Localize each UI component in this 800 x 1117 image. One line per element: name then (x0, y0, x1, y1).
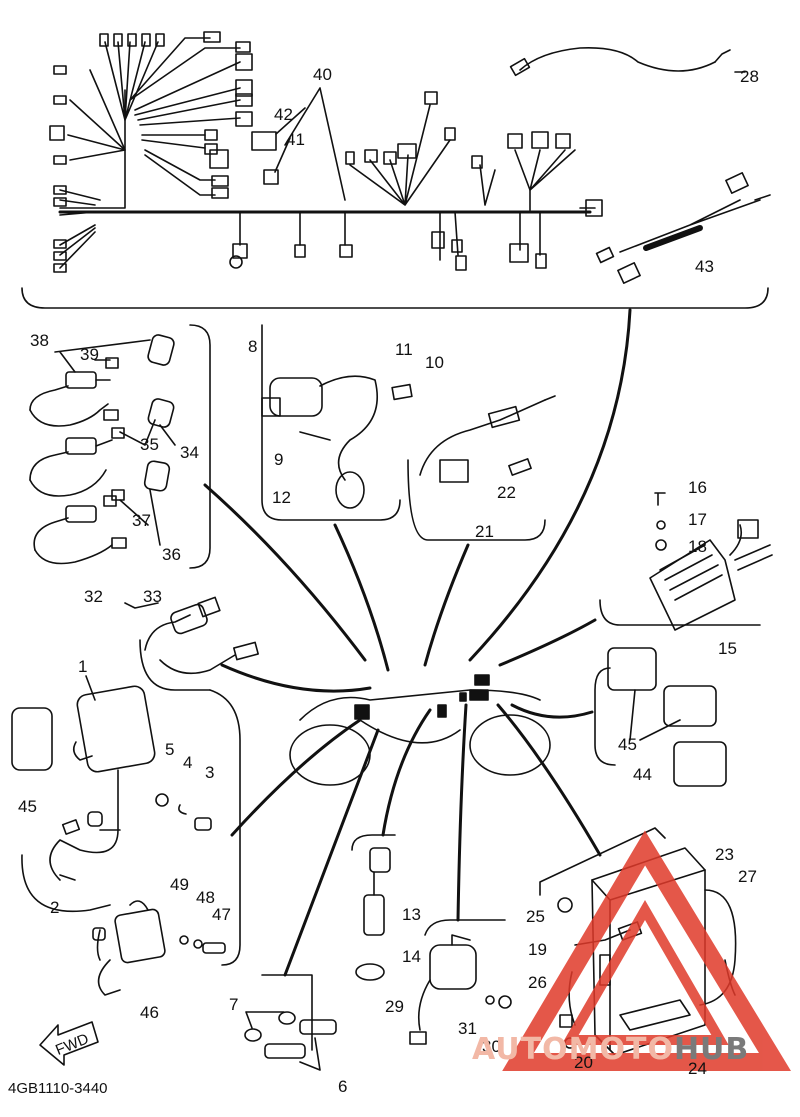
frame-outline (289, 674, 551, 786)
diagram-code: 4GB1110-3440 (8, 1080, 108, 1097)
callout-16: 16 (688, 478, 707, 497)
callout-13: 13 (402, 905, 421, 924)
watermark-text: AUTOMOTOHUB (472, 1032, 792, 1072)
sensor-group (29, 324, 211, 569)
starter-relay (409, 919, 512, 1045)
callout-45a: 45 (18, 797, 37, 816)
callout-19: 19 (528, 940, 547, 959)
callout-33: 33 (143, 587, 162, 606)
callout-46: 46 (140, 1003, 159, 1022)
callout-25: 25 (526, 907, 545, 926)
callout-24: 24 (688, 1059, 707, 1078)
callout-10: 10 (425, 353, 444, 372)
callout-17: 17 (688, 510, 707, 529)
box-42 (251, 131, 277, 151)
callout-5: 5 (165, 740, 174, 759)
callout-36: 36 (162, 545, 181, 564)
unit-46 (92, 900, 226, 996)
callout-30: 30 (482, 1037, 501, 1056)
callout-2: 2 (50, 898, 59, 917)
callout-7: 7 (229, 995, 238, 1014)
callout-42: 42 (274, 105, 293, 124)
sensor-32-33 (124, 596, 259, 691)
callout-34: 34 (180, 443, 199, 462)
spark-plugs (244, 974, 337, 1071)
callout-26: 26 (528, 973, 547, 992)
leader-lines (203, 308, 632, 977)
callout-8: 8 (248, 337, 257, 356)
callout-6: 6 (338, 1077, 347, 1096)
callout-48: 48 (196, 888, 215, 907)
ignition-coil (261, 324, 413, 521)
callout-38: 38 (30, 331, 49, 350)
callout-27: 27 (738, 867, 757, 886)
callout-12: 12 (272, 488, 291, 507)
callout-44: 44 (633, 765, 652, 784)
sub-harness-43 (595, 172, 771, 284)
callout-21: 21 (475, 522, 494, 541)
watermark-part1: AUTOMOTO (472, 1032, 674, 1067)
callout-9: 9 (274, 450, 283, 469)
callout-47: 47 (212, 905, 231, 924)
callout-22: 22 (497, 483, 516, 502)
callout-28: 28 (740, 67, 759, 86)
cdi-unit (11, 675, 241, 966)
callout-45b: 45 (618, 735, 637, 754)
callout-39: 39 (80, 345, 99, 364)
rectifier-regulator (599, 492, 773, 631)
connector-covers (594, 647, 727, 787)
wire-28 (509, 46, 746, 77)
callout-37: 37 (132, 511, 151, 530)
watermark-logo (502, 830, 791, 1071)
watermark-part2: HUB (673, 1032, 750, 1067)
fwd-arrow (39, 1021, 99, 1066)
callout-18: 18 (688, 537, 707, 556)
relay-fuse-assembly (407, 395, 556, 541)
callout-40: 40 (313, 65, 332, 84)
switch-13 (351, 834, 396, 981)
callout-49: 49 (170, 875, 189, 894)
callout-23: 23 (715, 845, 734, 864)
callout-35: 35 (140, 435, 159, 454)
callout-4: 4 (183, 753, 192, 772)
wire-harness-40 (49, 31, 603, 273)
callout-15: 15 (718, 639, 737, 658)
callout-11: 11 (395, 340, 413, 359)
callout-3: 3 (205, 763, 214, 782)
callout-43: 43 (695, 257, 714, 276)
callout-29: 29 (385, 997, 404, 1016)
callout-1: 1 (78, 657, 87, 676)
callout-14: 14 (402, 947, 421, 966)
callout-32: 32 (84, 587, 103, 606)
harness-brace (21, 287, 769, 309)
callout-20: 20 (574, 1053, 593, 1072)
callout-numbers: 40 42 41 28 43 38 39 35 34 37 36 8 11 10… (8, 65, 759, 1097)
callout-41: 41 (286, 130, 305, 149)
callout-31: 31 (458, 1019, 477, 1038)
